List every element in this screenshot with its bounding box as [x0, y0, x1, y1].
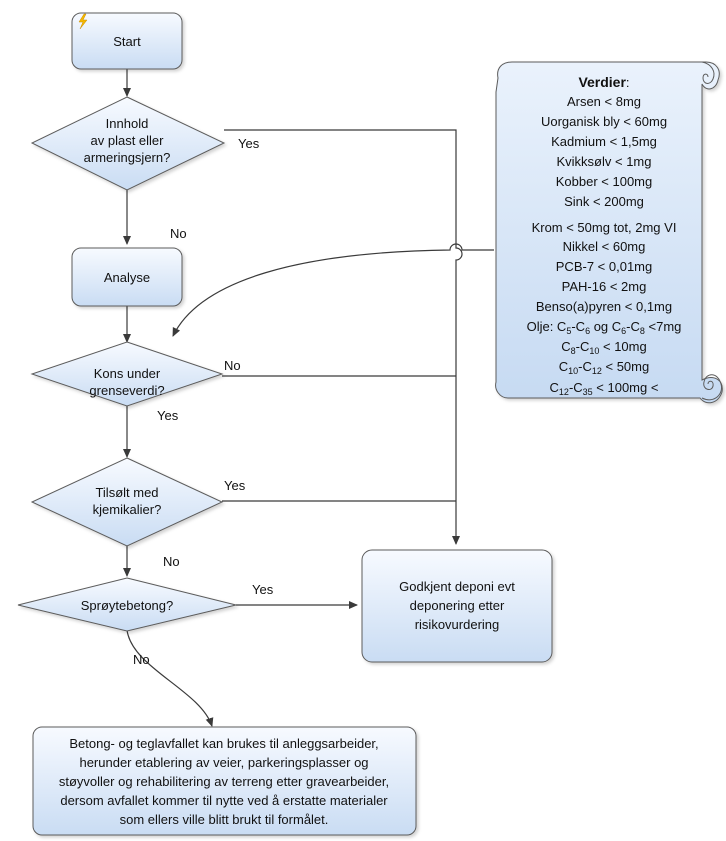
edge-sproyte-no: [126, 629, 214, 727]
scroll-line-c10: C10-C12 < 50mg: [559, 359, 649, 376]
godkjent-line-2: deponering etter: [410, 598, 505, 613]
reuse-line-5: som ellers ville blitt brukt til formåle…: [120, 812, 329, 827]
scroll-line-sink: Sink < 200mg: [564, 194, 644, 209]
start-node[interactable]: Start: [71, 12, 183, 70]
decision-tilsolt-line-1: Tilsølt med: [95, 485, 158, 500]
reuse-line-3: støyvoller og rehabilitering av terreng …: [59, 774, 389, 789]
edge-scroll-kons: [172, 243, 495, 337]
edge-label-tilsolt-no: No: [163, 554, 180, 569]
edge-label-tilsolt-yes: Yes: [224, 478, 246, 493]
scroll-line-olje: Olje: C5-C6 og C6-C8 <7mg: [527, 319, 682, 336]
lightning-icon: [78, 13, 88, 30]
decision-kons-line-2: grenseverdi?: [89, 383, 164, 398]
scroll-title: Verdier:: [578, 74, 629, 90]
decision-plast-line-3: armeringsjern?: [84, 150, 171, 165]
godkjent-line-3: risikovurdering: [415, 617, 500, 632]
decision-sproyte[interactable]: Sprøytebetong?: [17, 577, 237, 632]
connectors: [123, 68, 495, 727]
godkjent-line-1: Godkjent deponi evt: [399, 579, 515, 594]
edge-plast-yes-bus: [224, 129, 463, 545]
analyse-label: Analyse: [104, 270, 150, 285]
scroll-line-arsen: Arsen < 8mg: [567, 94, 641, 109]
decision-sproyte-label: Sprøytebetong?: [81, 598, 174, 613]
reuse-node[interactable]: Betong- og teglavfallet kan brukes til a…: [32, 726, 417, 836]
scroll-line-krom: Krom < 50mg tot, 2mg VI: [532, 220, 677, 235]
decision-kons-line-1: Kons under: [94, 366, 161, 381]
decision-plast-line-2: av plast eller: [91, 133, 165, 148]
edge-label-kons-yes: Yes: [157, 408, 179, 423]
scroll-line-c12: C12-C35 < 100mg <: [550, 380, 659, 397]
scroll-line-benso: Benso(a)pyren < 0,1mg: [536, 299, 672, 314]
reuse-line-1: Betong- og teglavfallet kan brukes til a…: [69, 736, 378, 751]
reuse-line-2: herunder etablering av veier, parkerings…: [79, 755, 368, 770]
verdier-scroll: Verdier: Arsen < 8mg Uorganisk bly < 60m…: [495, 61, 723, 404]
start-label: Start: [113, 34, 141, 49]
edge-label-sproyte-no: No: [133, 652, 150, 667]
scroll-line-bly: Uorganisk bly < 60mg: [541, 114, 667, 129]
decision-plast[interactable]: Innhold av plast eller armeringsjern?: [30, 96, 226, 191]
scroll-line-pah: PAH-16 < 2mg: [562, 279, 647, 294]
scroll-line-kvikksolv: Kvikksølv < 1mg: [557, 154, 652, 169]
edge-label-plast-no: No: [170, 226, 187, 241]
scroll-curl-top: [701, 61, 715, 84]
scroll-line-c8: C8-C10 < 10mg: [561, 339, 646, 356]
scroll-line-pcb: PCB-7 < 0,01mg: [556, 259, 652, 274]
decision-tilsolt-line-2: kjemikalier?: [93, 502, 162, 517]
edge-label-sproyte-yes: Yes: [252, 582, 274, 597]
scroll-line-kadmium: Kadmium < 1,5mg: [551, 134, 657, 149]
edge-label-plast-yes: Yes: [238, 136, 260, 151]
edge-label-kons-no: No: [224, 358, 241, 373]
analyse-node[interactable]: Analyse: [71, 247, 183, 307]
decision-kons[interactable]: Kons under grenseverdi?: [30, 341, 224, 407]
decision-tilsolt[interactable]: Tilsølt med kjemikalier?: [30, 457, 224, 547]
godkjent-node[interactable]: Godkjent deponi evt deponering etter ris…: [361, 549, 553, 663]
decision-plast-line-1: Innhold: [106, 116, 149, 131]
scroll-curl-bottom: [701, 374, 723, 401]
reuse-line-4: dersom avfallet kommer til nytte ved å e…: [60, 793, 388, 808]
scroll-line-kobber: Kobber < 100mg: [556, 174, 652, 189]
scroll-line-nikkel: Nikkel < 60mg: [563, 239, 646, 254]
